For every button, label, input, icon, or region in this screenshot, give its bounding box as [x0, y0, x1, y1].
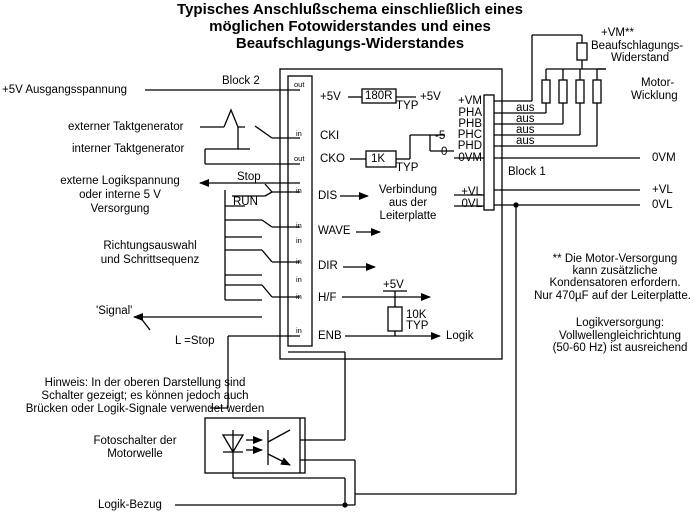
label-5v-hf: +5V: [383, 279, 404, 291]
label-verb-2: aus der: [388, 197, 428, 209]
pin-pha: PHA: [458, 107, 482, 119]
title-line-2: möglichen Fotowiderstandes und eines: [209, 18, 491, 35]
note-photo-1: Fotoschalter der: [93, 435, 177, 447]
label-180r: 180R: [365, 90, 393, 102]
label-out-0vm: 0VM: [652, 152, 676, 164]
label-neg5: -5: [435, 130, 446, 142]
label-out-0vl: 0VL: [652, 199, 673, 211]
signal-wave: WAVE: [318, 225, 351, 237]
pin-0vm: 0VM: [458, 152, 482, 164]
note-motor-4: Nur 470µF auf der Leiterplatte.: [534, 290, 691, 302]
main-board: [279, 68, 503, 360]
signal-cko: CKO: [320, 153, 345, 165]
signal-hf: H/F: [318, 292, 337, 304]
block2-connector: [287, 75, 313, 347]
pin-in-6: in: [296, 292, 302, 301]
label-motor-1: Motor-: [641, 77, 675, 89]
label-block1: Block 1: [508, 166, 546, 178]
label-beauf-2: Widerstand: [611, 52, 670, 64]
note-motor-3: Kondensatoren erfordern.: [549, 277, 681, 289]
label-typ-3: TYP: [406, 320, 429, 332]
label-beauf-1: Beaufschlagungs-: [591, 40, 684, 52]
label-ext-logic-2: oder interne 5 V: [79, 189, 161, 201]
label-verb-1: Verbindung: [378, 184, 438, 196]
label-aus-2: aus: [516, 113, 535, 125]
label-stop: Stop: [237, 171, 261, 183]
label-5v-right: +5V: [420, 91, 441, 103]
note-photo-2: Motorwelle: [107, 448, 163, 460]
label-ext-logic-3: Versorgung: [90, 203, 150, 215]
pin-out-1: out: [294, 80, 305, 89]
signal-enb: ENB: [318, 330, 342, 342]
label-out-vl: +VL: [652, 184, 673, 196]
note-hint-1: Hinweis: In der oberen Darstellung sind: [44, 377, 246, 389]
note-hint-3: Brücken oder Logik-Signale verwendet wer…: [25, 403, 265, 415]
note-logic-3: (50-60 Hz) ist ausreichend: [552, 342, 688, 354]
label-verb-3: Leiterplatte: [379, 210, 437, 222]
pin-vl: +VL: [461, 186, 482, 198]
label-block2: Block 2: [222, 75, 260, 87]
label-5v-out: +5V Ausgangsspannung: [2, 84, 128, 96]
label-ext-clock: externer Taktgenerator: [68, 121, 184, 133]
pin-phc: PHC: [457, 129, 482, 141]
label-aus-4: aus: [516, 135, 535, 147]
pin-out-2: out: [294, 154, 305, 163]
note-logic-1: Logikversorgung:: [575, 317, 665, 329]
pin-in-4: in: [296, 236, 302, 245]
label-aus-1: aus: [516, 102, 535, 114]
label-zero: 0: [441, 146, 448, 158]
label-typ-2: TYP: [396, 162, 419, 174]
pin-in-7: in: [296, 326, 302, 335]
label-int-clock: interner Taktgenerator: [72, 143, 185, 155]
block1-connector: [483, 94, 495, 211]
label-10k: 10K: [406, 309, 427, 321]
label-vm-top: +VM**: [601, 27, 634, 39]
pin-in-8: in: [296, 275, 302, 284]
pin-in-5: in: [296, 257, 302, 266]
label-signal: 'Signal': [96, 305, 133, 317]
note-logic-2: Vollwellengleichrichtung: [558, 330, 682, 342]
pin-vm: +VM: [458, 95, 482, 107]
note-hint-2: Schalter gezeigt; es können jedoch auch: [41, 390, 249, 402]
title-line-1: Typisches Anschlußschema einschließlich …: [177, 1, 523, 18]
label-run: RUN: [233, 196, 258, 208]
label-ext-logic-1: externe Logikspannung: [60, 175, 180, 187]
signal-cki: CKI: [320, 130, 340, 142]
label-1k: 1K: [371, 153, 386, 165]
label-5v-left: +5V: [320, 91, 341, 103]
label-motor-2: Wicklung: [631, 90, 678, 102]
pin-0vl: 0VL: [461, 198, 482, 210]
label-logik: Logik: [446, 330, 474, 342]
pin-in-3: in: [296, 221, 302, 230]
label-dir-1: Richtungsauswahl: [103, 240, 197, 252]
photo-switch-box: [204, 417, 306, 474]
label-typ-1: TYP: [396, 100, 419, 112]
note-motor-2: kann zusätzliche: [572, 265, 658, 277]
label-l-stop: L =Stop: [175, 335, 215, 347]
title-line-3: Beaufschlagungs-Widerstandes: [235, 35, 465, 52]
pin-phd: PHD: [457, 140, 482, 152]
note-motor-1: ** Die Motor-Versorgung: [552, 253, 678, 265]
pin-phb: PHB: [458, 118, 482, 130]
pin-in-2: in: [296, 186, 302, 195]
pin-in-1: in: [296, 129, 302, 138]
signal-dir: DIR: [318, 260, 338, 272]
signal-dis: DIS: [318, 190, 338, 202]
label-logic-ref: Logik-Bezug: [98, 499, 162, 511]
label-dir-2: und Schrittsequenz: [100, 254, 200, 266]
label-aus-3: aus: [516, 124, 535, 136]
